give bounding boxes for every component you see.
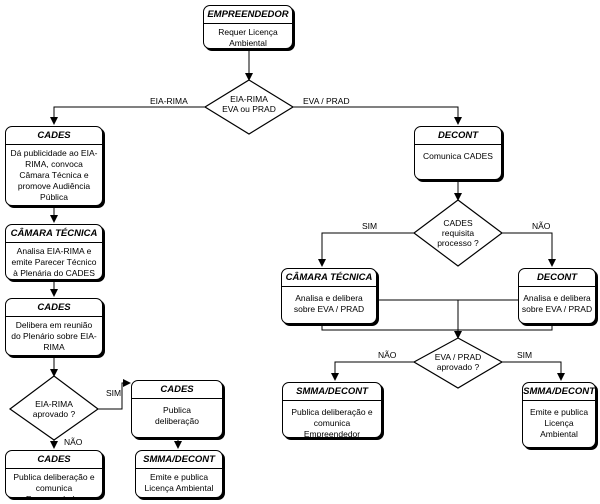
edge-label-sim-requisita: SIM	[362, 221, 378, 231]
node-cades-publica-comunica: CADES Publica deliberação e comunica Emp…	[5, 450, 103, 498]
node-text: Dá publicidade ao EIA-RIMA, convoca Câma…	[10, 148, 98, 202]
node-empreendedor: EMPREENDEDOR Requer Licença Ambiental	[203, 5, 293, 49]
node-cades-publicidade: CADES Dá publicidade ao EIA-RIMA, convoc…	[5, 126, 103, 206]
node-title: DECONT	[519, 269, 595, 287]
node-title: DECONT	[415, 127, 501, 145]
decision-requisita-diamond	[413, 199, 503, 267]
edge-label-sim-left: SIM	[106, 388, 122, 398]
node-text: Analisa e delibera sobre EVA / PRAD	[521, 293, 593, 314]
edge-label-sim-eva: SIM	[517, 350, 533, 360]
decision-type-diamond	[203, 79, 295, 135]
node-text: Analisa e delibera sobre EVA / PRAD	[293, 293, 365, 314]
node-title: CADES	[6, 127, 102, 145]
node-camara-tecnica-eia: CÂMARA TÉCNICA Analisa EIA-RIMA e emite …	[5, 224, 103, 280]
node-title: CADES	[132, 381, 222, 399]
decision-eva-aprovado-diamond	[412, 337, 504, 389]
edge-camara-merge	[321, 323, 458, 331]
edge-eia-sim	[98, 379, 131, 410]
node-title: EMPREENDEDOR	[204, 6, 292, 24]
node-decont-comunica: DECONT Comunica CADES	[414, 126, 502, 180]
edge-label-nao-left: NÃO	[64, 437, 83, 447]
node-smma-emite-right: SMMA/DECONT Emite e publica Licença Ambi…	[522, 382, 596, 448]
node-camara-tecnica-eva: CÂMARA TÉCNICA Analisa e delibera sobre …	[281, 268, 377, 324]
decision-eva-aprovado-label: EVA / PRAD aprovado ?	[434, 352, 482, 372]
node-title: SMMA/DECONT	[523, 383, 595, 401]
node-text: Publica deliberação e comunica Empreende…	[291, 407, 373, 438]
node-decont-analisa: DECONT Analisa e delibera sobre EVA / PR…	[518, 268, 596, 324]
edge-label-eva-prad: EVA / PRAD	[303, 96, 350, 106]
edge-eva-nao	[331, 361, 414, 381]
node-smma-publica-right: SMMA/DECONT Publica deliberação e comuni…	[282, 382, 382, 438]
node-text: Analisa EIA-RIMA e emite Parecer Técnico…	[11, 246, 97, 278]
node-title: SMMA/DECONT	[283, 383, 381, 401]
edge-eva-sim	[502, 361, 565, 381]
decision-requisita-label: CADES requisita processo ?	[437, 218, 479, 248]
edge-label-nao-eva: NÃO	[378, 350, 397, 360]
node-text: Delibera em reunião do Plenário sobre EI…	[11, 320, 97, 352]
edge-req-sim	[318, 232, 414, 267]
node-text: Emite e publica Licença Ambiental	[144, 472, 214, 493]
edge-eva-prad	[293, 106, 462, 125]
decision-type-label: EIA-RIMA EVA ou PRAD	[222, 94, 276, 114]
node-cades-publica-delib: CADES Publica deliberação	[131, 380, 223, 438]
node-text: Requer Licença Ambiental	[218, 27, 278, 48]
decision-eia-aprovado-diamond	[8, 375, 100, 441]
node-text: Emite e publica Licença Ambiental	[529, 407, 589, 439]
node-cades-delibera: CADES Delibera em reunião do Plenário so…	[5, 298, 103, 356]
node-title: CÂMARA TÉCNICA	[6, 225, 102, 243]
edge-label-nao-requisita: NÃO	[532, 221, 551, 231]
node-text: Comunica CADES	[423, 151, 493, 161]
node-text: Publica deliberação e comunica Empreende…	[13, 472, 95, 497]
edge-req-nao	[502, 232, 556, 267]
edge-eia-rima	[50, 106, 205, 125]
edge-label-eia-rima: EIA-RIMA	[150, 96, 188, 106]
node-title: CÂMARA TÉCNICA	[282, 269, 376, 287]
decision-eia-aprovado-label: EIA-RIMA aprovado ?	[32, 399, 76, 419]
node-text: Publica deliberação	[155, 405, 199, 426]
node-title: CADES	[6, 451, 102, 469]
edge-decont-merge	[458, 323, 553, 331]
node-smma-emite-left: SMMA/DECONT Emite e publica Licença Ambi…	[135, 450, 223, 498]
node-title: CADES	[6, 299, 102, 317]
node-title: SMMA/DECONT	[136, 451, 222, 469]
